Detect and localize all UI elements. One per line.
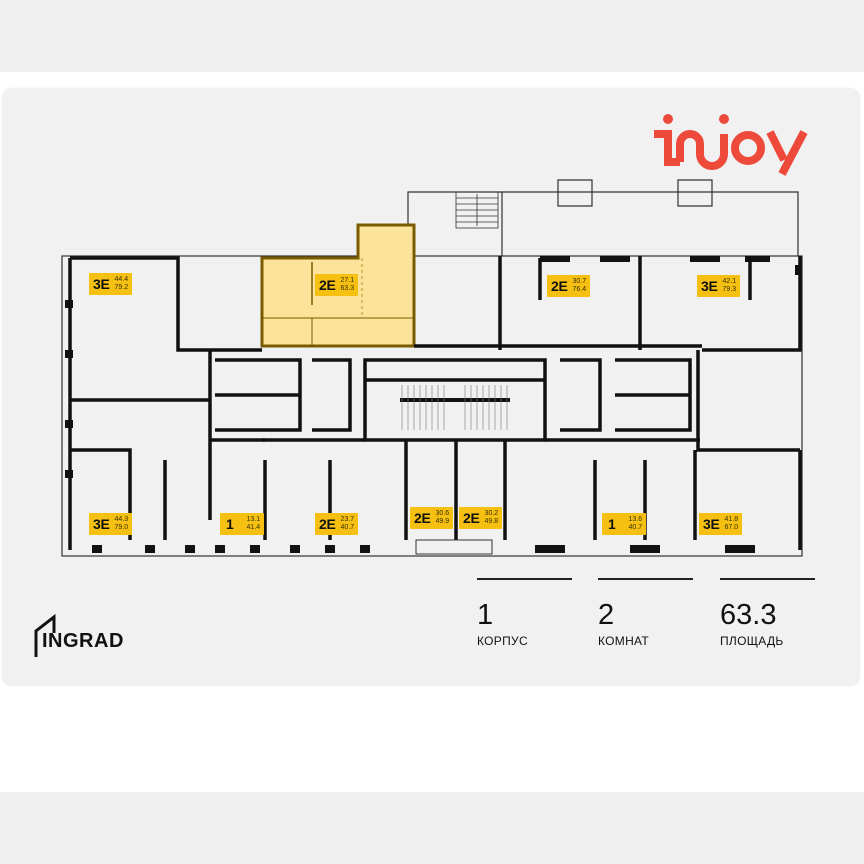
injoy-logo	[654, 114, 808, 176]
unit-rooms: 3E	[703, 516, 720, 532]
unit-rooms: 3E	[701, 278, 718, 294]
unit-rooms: 2E	[463, 510, 480, 526]
stat-building: 1 КОРПУС	[477, 578, 572, 648]
unit-rooms: 2E	[414, 510, 431, 526]
unit-rooms: 3E	[93, 276, 110, 292]
unit-living-area: 13.1	[246, 516, 261, 523]
unit-living-area: 13.6	[628, 516, 643, 523]
unit-total-area: 79.2	[114, 284, 129, 291]
unit-total-area: 63.3	[340, 285, 355, 292]
unit-living-area: 27.1	[340, 277, 355, 284]
unit-living-area: 30.6	[435, 510, 450, 517]
unit-total-area: 79.3	[722, 286, 737, 293]
unit-rooms: 1	[226, 516, 234, 532]
stat-area: 63.3 ПЛОЩАДЬ	[720, 578, 815, 648]
stat-label: ПЛОЩАДЬ	[720, 633, 784, 648]
unit-total-area: 76.4	[572, 286, 587, 293]
unit-total-area: 40.7	[340, 524, 355, 531]
unit-rooms: 3E	[93, 516, 110, 532]
unit-rooms: 1	[608, 516, 616, 532]
unit-living-area: 42.1	[722, 278, 737, 285]
unit-total-area: 41.4	[246, 524, 261, 531]
stat-value: 1	[477, 598, 494, 631]
stat-value: 2	[598, 598, 615, 631]
unit-living-area: 30.2	[484, 510, 499, 517]
stat-divider	[720, 578, 815, 580]
unit-total-area: 67.0	[724, 524, 739, 531]
stat-divider	[477, 578, 572, 580]
unit-total-area: 49.9	[435, 518, 450, 525]
stat-rooms: 2 КОМНАТ	[598, 578, 693, 648]
unit-living-area: 44.3	[114, 516, 129, 523]
ingrad-logo-text: INGRAD	[42, 630, 124, 652]
unit-total-area: 40.7	[628, 524, 643, 531]
unit-living-area: 30.7	[572, 278, 587, 285]
stat-divider	[598, 578, 693, 580]
unit-living-area: 44.4	[114, 276, 129, 283]
unit-total-area: 49.8	[484, 518, 499, 525]
unit-rooms: 2E	[319, 516, 336, 532]
stat-label: КОМНАТ	[598, 633, 650, 648]
unit-living-area: 41.8	[724, 516, 739, 523]
ingrad-logo-icon	[34, 613, 56, 657]
floor-plan-card	[2, 88, 860, 686]
unit-living-area: 23.7	[340, 516, 355, 523]
stat-value: 63.3	[720, 598, 777, 631]
unit-total-area: 79.0	[114, 524, 129, 531]
unit-rooms: 2E	[551, 278, 568, 294]
unit-rooms: 2E	[319, 277, 336, 293]
stat-label: КОРПУС	[477, 633, 528, 648]
